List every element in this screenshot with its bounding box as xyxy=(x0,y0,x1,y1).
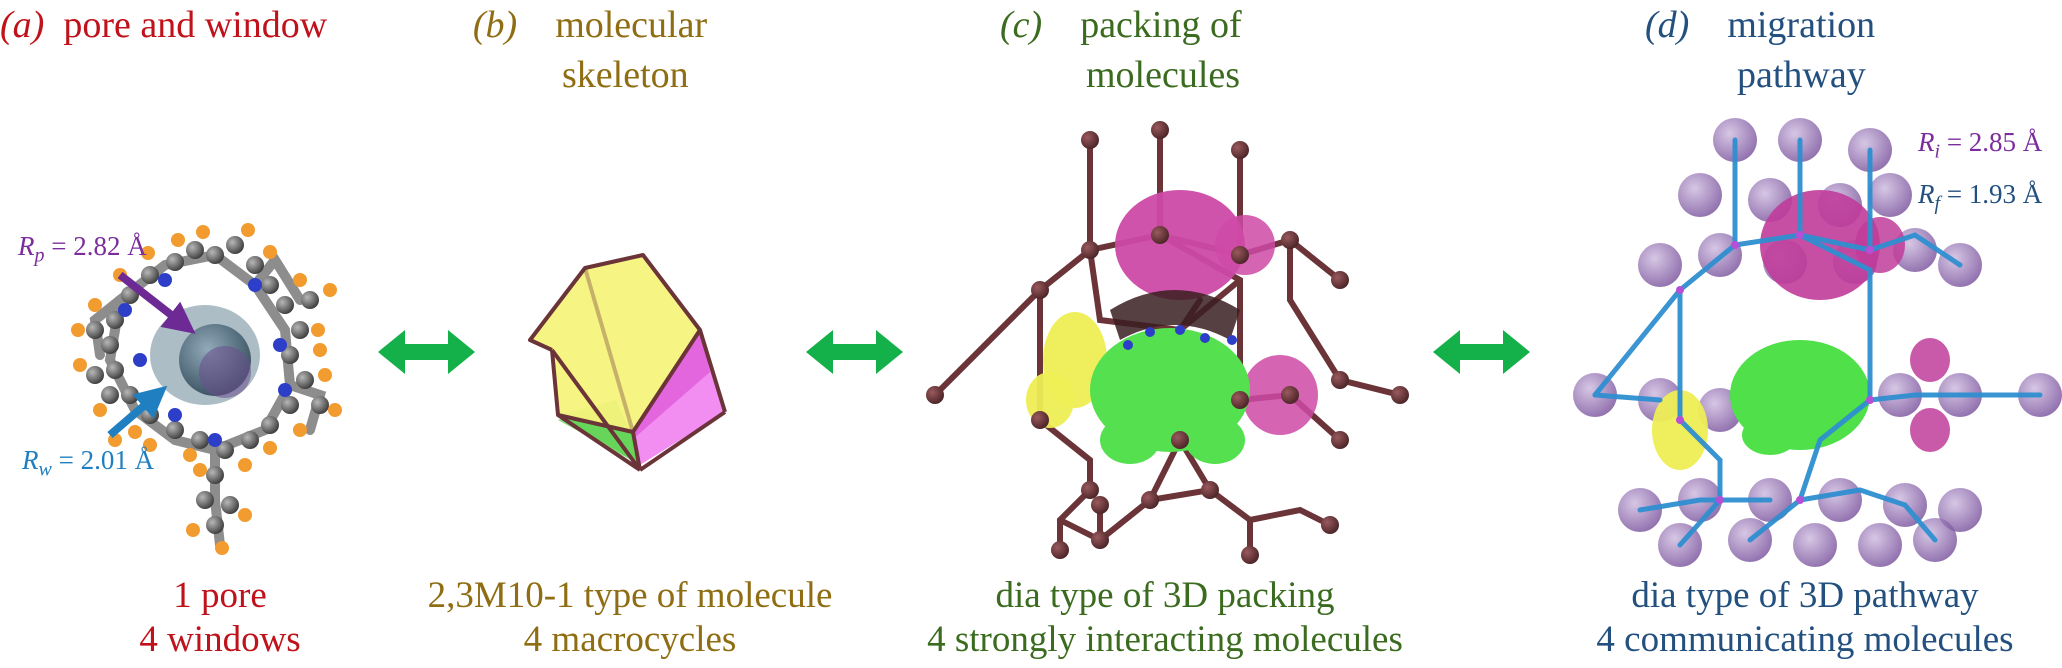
double-arrow-a-b-icon xyxy=(378,330,475,374)
panel-a-title: (a) pore and window xyxy=(0,2,327,48)
panel-c-caption-line2: 4 strongly interacting molecules xyxy=(927,619,1403,660)
rf-label: Rf = 1.93 Å xyxy=(1918,179,2043,215)
panel-c-title-line2: molecules xyxy=(1086,54,1241,96)
panel-d-pathway xyxy=(1573,118,2062,567)
rw-label: Rw = 2.01 Å xyxy=(22,445,155,481)
panel-a-molecule xyxy=(71,223,342,555)
panel-b-title-line1: (b) molecular xyxy=(472,4,708,46)
panel-b-caption: 2,3M10-1 type of molecule 4 macrocycles xyxy=(400,574,860,662)
panel-a-caption-line1: 1 pore xyxy=(173,575,267,616)
panel-d-caption-line2: 4 communicating molecules xyxy=(1596,619,2014,660)
panel-a-title-text: pore and window xyxy=(63,4,328,46)
panel-c-packing xyxy=(926,121,1409,564)
double-arrow-b-c-icon xyxy=(806,330,903,374)
panel-c-caption: dia type of 3D packing 4 strongly intera… xyxy=(895,574,1435,662)
panel-d-caption-line1: dia type of 3D pathway xyxy=(1631,575,1979,616)
double-arrow-c-d-icon xyxy=(1433,330,1530,374)
rp-label: Rp = 2.82 Å xyxy=(18,231,147,267)
ri-label: Ri = 2.85 Å xyxy=(1918,127,2043,163)
panel-c-letter: (c) xyxy=(1000,4,1043,46)
panel-b-letter: (b) xyxy=(472,4,518,46)
panel-b-title-line2: skeleton xyxy=(562,54,689,96)
panel-b-caption-line1: 2,3M10-1 type of molecule xyxy=(427,575,833,616)
panel-d-title-line2: pathway xyxy=(1737,54,1866,96)
panel-a-letter: (a) xyxy=(0,4,45,46)
panel-d-title: (d) migration xyxy=(1645,4,1876,46)
panel-b-skeleton xyxy=(528,253,727,472)
panel-c-caption-line1: dia type of 3D packing xyxy=(995,575,1335,616)
panel-b-title: (b) molecular xyxy=(455,2,725,48)
panel-b-caption-line2: 4 macrocycles xyxy=(523,619,737,660)
panel-c-title: (c) packing of xyxy=(1000,4,1242,46)
panel-d-caption: dia type of 3D pathway 4 communicating m… xyxy=(1565,574,2045,662)
panel-d-letter: (d) xyxy=(1645,4,1690,46)
panel-a-caption-line2: 4 windows xyxy=(139,619,301,660)
panel-a-caption: 1 pore 4 windows xyxy=(80,574,360,662)
